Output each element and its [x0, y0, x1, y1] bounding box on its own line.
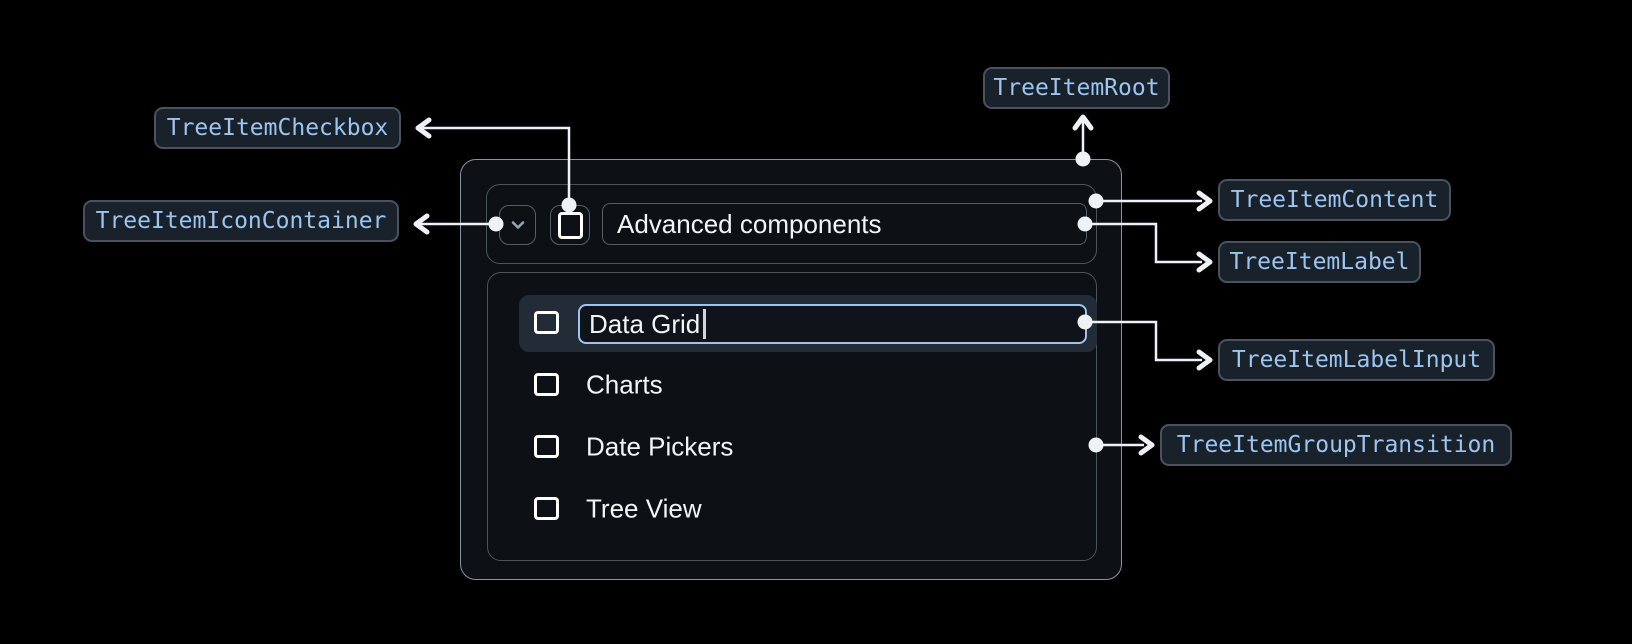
- tree-row-tree-view[interactable]: Tree View: [586, 493, 702, 524]
- expand-collapse-button[interactable]: [499, 205, 536, 245]
- row-checkbox-date-pickers[interactable]: [534, 435, 559, 458]
- arrow-right-icon: [1196, 349, 1213, 371]
- row-checkbox-charts[interactable]: [534, 373, 559, 396]
- arrow-left-icon: [413, 213, 430, 235]
- parent-item-label: Advanced components: [617, 208, 882, 239]
- annotation-tree-item-content: TreeItemContent: [1218, 179, 1451, 221]
- row-checkbox-data-grid[interactable]: [534, 311, 559, 334]
- tree-item-group: Data Grid Charts Date Pickers Tree View: [487, 272, 1097, 561]
- arrow-right-icon: [1196, 251, 1213, 273]
- tree-item-label: Advanced components: [602, 203, 1087, 245]
- row-checkbox-tree-view[interactable]: [534, 497, 559, 520]
- label-edit-input[interactable]: Data Grid: [578, 304, 1087, 344]
- tree-item-root: Advanced components Data Grid Charts Dat…: [460, 159, 1122, 580]
- parent-checkbox[interactable]: [550, 205, 590, 245]
- annotation-tree-item-label: TreeItemLabel: [1218, 241, 1421, 283]
- arrow-right-icon: [1196, 190, 1213, 212]
- annotation-tree-item-icon-container: TreeItemIconContainer: [83, 200, 399, 242]
- annotation-tree-item-label-input: TreeItemLabelInput: [1218, 339, 1495, 381]
- annotation-tree-item-checkbox: TreeItemCheckbox: [154, 107, 401, 149]
- label-input-value: Data Grid: [589, 308, 701, 339]
- arrow-right-icon: [1138, 434, 1155, 456]
- arrow-left-icon: [415, 117, 432, 139]
- arrow-up-icon: [1072, 114, 1094, 131]
- annotation-tree-item-group-transition: TreeItemGroupTransition: [1160, 424, 1512, 466]
- chevron-down-icon: [511, 221, 524, 229]
- tree-row-date-pickers[interactable]: Date Pickers: [586, 431, 734, 462]
- tree-row-charts[interactable]: Charts: [586, 369, 663, 400]
- tree-item-content[interactable]: Advanced components: [486, 184, 1097, 264]
- annotation-tree-item-root: TreeItemRoot: [983, 67, 1170, 109]
- text-caret: [703, 309, 706, 339]
- checkbox-icon: [557, 211, 583, 239]
